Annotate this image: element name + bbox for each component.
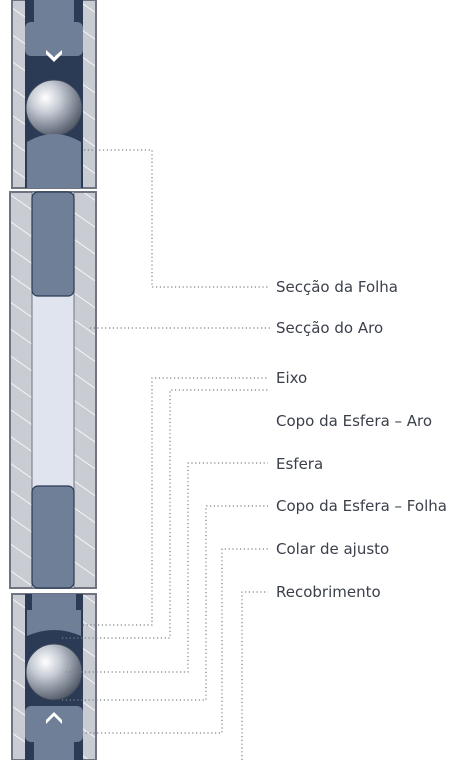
foil-cup-bottom bbox=[25, 706, 83, 742]
bottom-chevron bbox=[46, 712, 62, 724]
foil-cup-top bbox=[25, 22, 83, 56]
top-collar bbox=[34, 0, 74, 26]
top-chevron bbox=[46, 50, 62, 62]
axle-lower bbox=[31, 485, 75, 589]
label-ball: Esfera bbox=[276, 455, 324, 473]
leader-foil-section bbox=[84, 149, 270, 288]
leader-ball bbox=[66, 462, 268, 673]
leader-ball-cup-rim bbox=[62, 389, 268, 639]
bottom-collar bbox=[34, 736, 74, 760]
rim-section-tube bbox=[9, 191, 97, 589]
rim-cup-bottom bbox=[27, 610, 81, 636]
label-rim-section: Secção do Aro bbox=[276, 319, 384, 337]
bottom-assembly bbox=[11, 593, 97, 760]
leader-adjust-collar bbox=[82, 548, 268, 734]
label-ball-cup-foil: Copo da Esfera – Folha bbox=[276, 497, 447, 515]
rim-cup-top bbox=[27, 134, 81, 188]
label-adjust-collar: Colar de ajusto bbox=[276, 540, 390, 558]
leader-lines bbox=[60, 149, 270, 760]
leader-axle bbox=[60, 377, 268, 626]
leader-coating bbox=[241, 591, 268, 760]
label-foil-section: Secção da Folha bbox=[276, 278, 398, 296]
top-assembly bbox=[11, 0, 97, 189]
ball-top bbox=[25, 79, 83, 137]
leader-ball-cup-foil bbox=[62, 505, 268, 701]
label-axle: Eixo bbox=[276, 369, 308, 387]
label-ball-cup-rim: Copo da Esfera – Aro bbox=[276, 412, 433, 430]
axle-upper bbox=[31, 191, 75, 297]
label-coating: Recobrimento bbox=[276, 583, 381, 601]
